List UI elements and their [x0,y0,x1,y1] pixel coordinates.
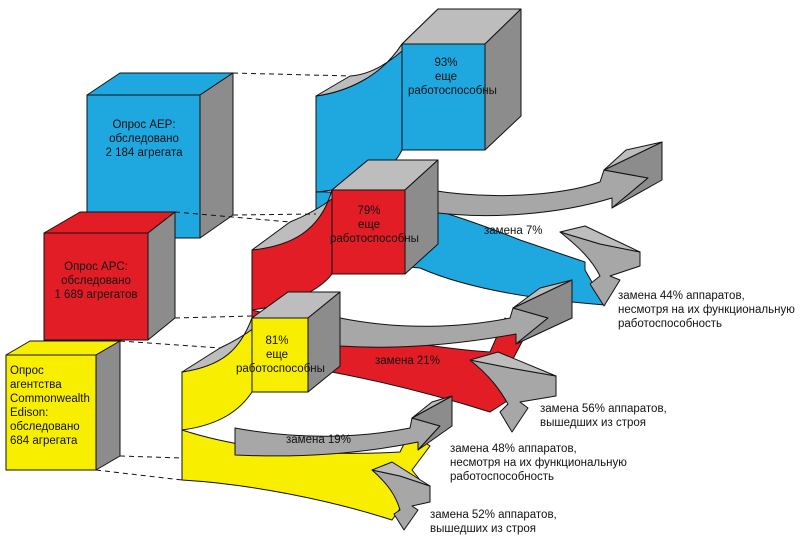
aep-branch-arrow-lower [559,231,641,307]
aep-branch-arrow-lower-top [559,225,641,253]
comed-outcome-a-label: замена 48% аппаратов, несмотря на их фун… [450,443,627,483]
apc-working-label: 79% еще работоспособны [330,205,419,245]
comed-branch-arrow-upper-top [411,395,453,419]
connector-apc-top [174,211,291,223]
aep-branch-arrow-upper [429,169,649,217]
connector-aep-top [232,72,351,77]
aep-replacement-label: замена 7% [484,225,543,237]
apc-source-label: Опрос APC: обследовано 1 689 агрегатов [54,261,138,301]
comed-branch-arrow-lower [371,469,431,531]
comed-replacement-label: замена 19% [286,434,351,446]
aep-branch-arrow-upper-top [603,141,663,171]
aep-source-box-side [199,72,234,239]
connector-apc-bottom [174,315,253,319]
apc-branch-arrow-upper-top [512,279,573,309]
apc-branch-arrow-upper [339,307,549,348]
comed-outcome-b-label: замена 52% аппаратов, вышедших из строя [430,509,557,535]
connector-aep-bottom [232,213,317,216]
aep-working-label: 93% еще работоспособны [408,57,497,97]
apc-branch-arrow-lower [469,359,557,433]
apc-replacement-label: замена 21% [375,355,440,367]
apc-branch-arrow-lower-top [469,351,557,377]
aep-outcome-a-label: замена 44% аппаратов, несмотря на их фун… [618,290,795,330]
connector-comed-top [119,340,221,349]
apc-source-box-side [147,211,176,341]
connector-comed-bottom [119,455,183,459]
aep-source-label: Опрос AEP: обследовано 2 184 агрегата [105,119,183,159]
comed-source-box-side [95,340,121,471]
connector-comed-base [95,469,183,481]
aep-group [86,8,663,307]
comed-group [5,291,453,531]
comed-branch-arrow-lower-top [371,461,431,487]
dashed-connectors [95,72,351,481]
comed-working-label: 81% еще работоспособны [236,335,325,375]
comed-working-box-side [307,291,341,393]
aep-working-box-side [484,8,522,151]
apc-working-box-side [404,159,439,275]
comed-source-label: Опрос агентства Commonwealth Edison: обс… [10,365,90,447]
apc-outcome-b-label: замена 56% аппаратов, вышедших из строя [540,403,667,429]
